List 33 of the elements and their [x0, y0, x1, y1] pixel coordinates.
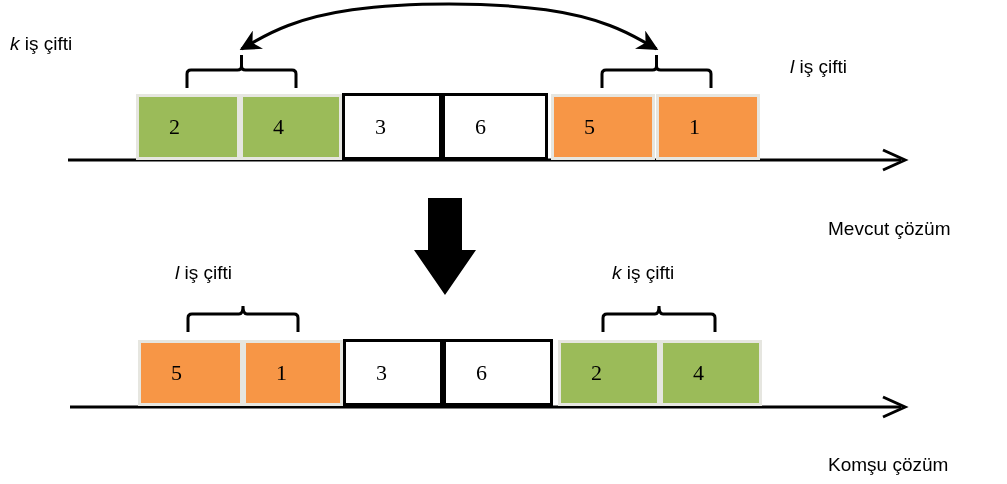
job-number: 2 [169, 114, 180, 140]
job-box [343, 339, 443, 406]
row-label: Komşu çözüm [828, 454, 949, 476]
pair-label: k iş çifti [612, 262, 675, 284]
bracket [185, 55, 298, 88]
job-number: 1 [276, 360, 287, 386]
curved-arrow [239, 2, 659, 51]
pair-label: k iş çifti [10, 33, 73, 55]
pair-label: l iş çifti [790, 56, 847, 78]
job-box [136, 94, 240, 160]
job-number: 4 [693, 360, 704, 386]
job-number: 3 [376, 359, 387, 386]
job-box [558, 340, 660, 406]
job-box [240, 94, 342, 160]
job-box [443, 339, 553, 406]
job-number: 1 [689, 114, 700, 140]
bracket [600, 55, 713, 88]
job-box [138, 340, 243, 406]
job-box [243, 340, 343, 406]
job-number: 2 [591, 360, 602, 386]
job-box [660, 340, 762, 406]
pair-label: l iş çifti [175, 262, 232, 284]
job-number: 6 [476, 359, 487, 386]
job-number: 5 [584, 114, 595, 140]
job-box [551, 94, 655, 160]
job-number: 6 [475, 113, 486, 140]
job-number: 5 [171, 360, 182, 386]
job-number: 3 [375, 113, 386, 140]
job-box [442, 93, 548, 160]
job-number: 4 [273, 114, 284, 140]
job-box [656, 94, 760, 160]
row-label: Mevcut çözüm [828, 218, 951, 240]
job-box [342, 93, 442, 160]
